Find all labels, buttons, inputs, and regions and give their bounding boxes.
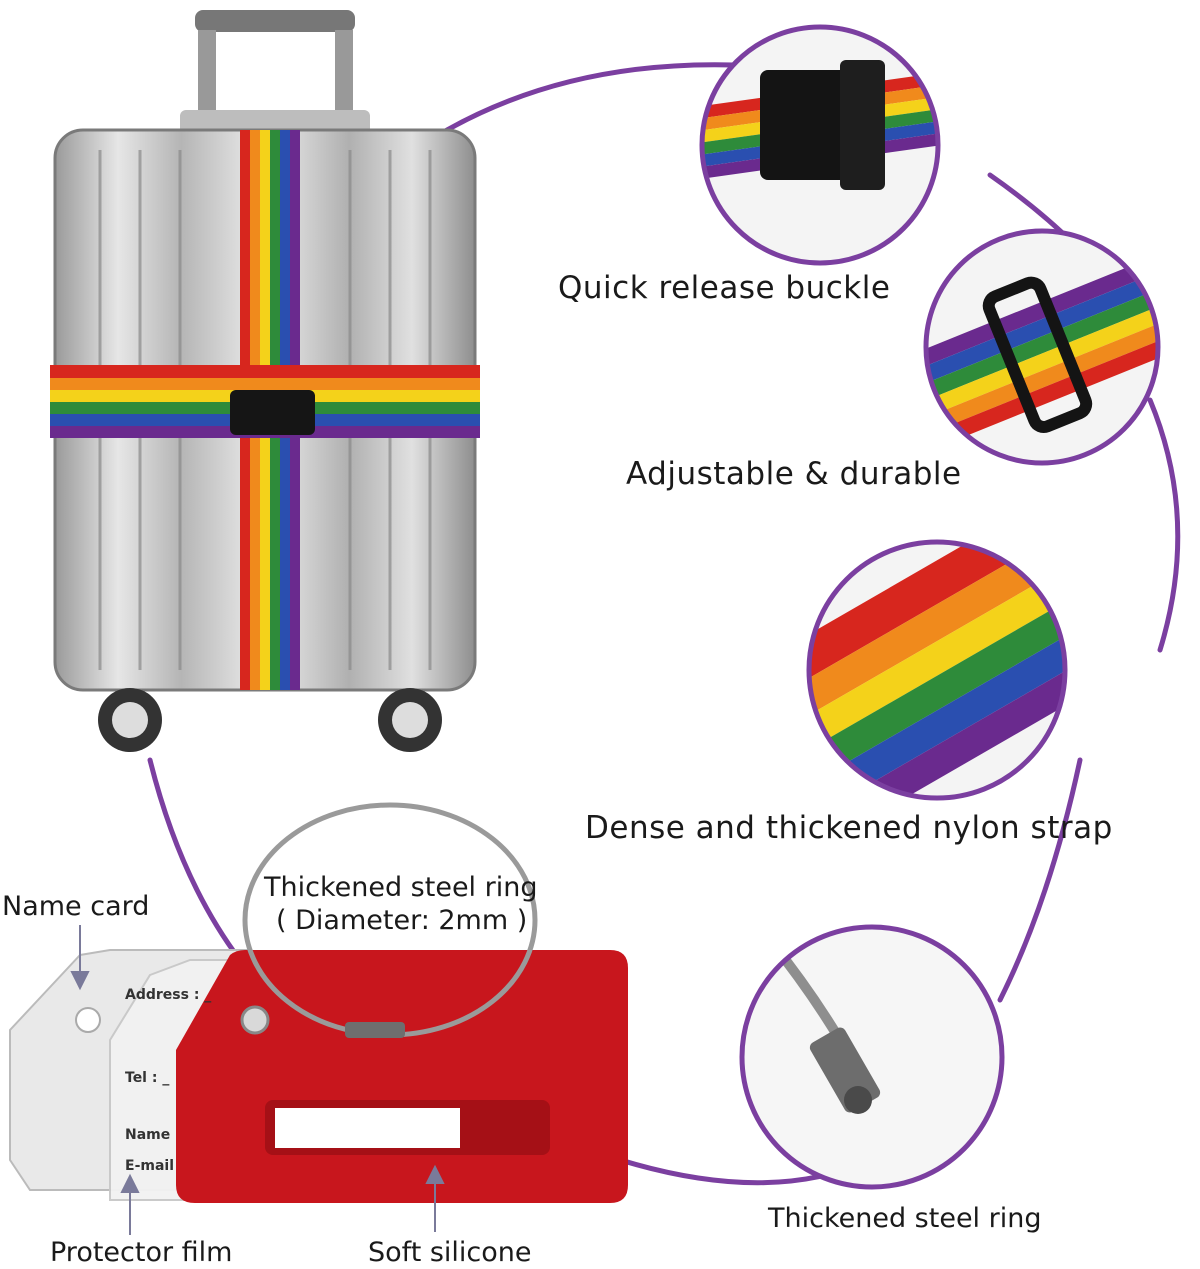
suitcase-illustration	[50, 10, 480, 752]
card-field-name: Name	[125, 1127, 171, 1143]
feature-label-nylon: Dense and thickened nylon strap	[585, 810, 1113, 846]
luggage-tag-illustration	[9, 802, 628, 1203]
ring-title-label: Thickened steel ring	[264, 872, 538, 903]
arrow-head-icon	[70, 971, 90, 991]
feature-label-buckle: Quick release buckle	[558, 270, 891, 306]
name-card-label: Name card	[2, 891, 150, 922]
feature-label-adjustable: Adjustable & durable	[626, 456, 962, 492]
adjuster-detail-circle	[923, 228, 1161, 466]
ring-diameter-label: ( Diameter: 2mm )	[276, 905, 528, 936]
buckle-detail-circle	[699, 24, 941, 266]
protector-film-label: Protector film	[50, 1237, 233, 1268]
soft-silicone-label: Soft silicone	[368, 1237, 532, 1268]
arrow-head-icon	[425, 1164, 445, 1184]
card-field-email: E-mail	[125, 1158, 175, 1174]
card-field-address: Address : _	[125, 987, 212, 1003]
arrow-head-icon	[120, 1173, 140, 1193]
card-field-tel: Tel : _	[125, 1070, 170, 1086]
feature-label-ring: Thickened steel ring	[768, 1203, 1042, 1234]
nylon-detail-circle	[806, 539, 1068, 801]
steel-ring-detail-circle	[739, 924, 1005, 1190]
